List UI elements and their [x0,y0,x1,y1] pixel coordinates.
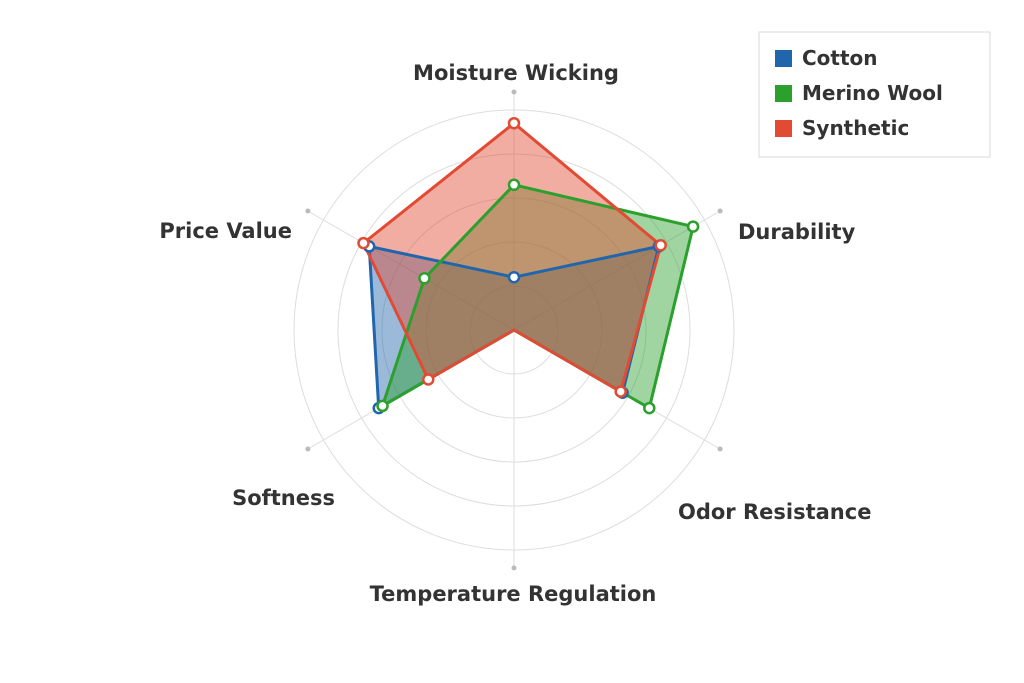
legend-swatch-2 [775,120,792,137]
axis-label-2: Odor Resistance [678,500,871,524]
series-0-point-0 [507,270,521,284]
series-1-point-1 [686,220,700,233]
series-2-point-1 [654,239,667,252]
series-2-point-0 [507,116,521,130]
spoke-end-dot-3 [511,565,517,571]
axis-label-3: Temperature Regulation [370,582,657,606]
series-layer [362,121,695,410]
series-1-point-2 [643,401,656,415]
series-area-2 [363,123,661,392]
legend-label-0: Cotton [802,46,878,70]
series-1-point-5 [418,272,431,285]
spoke-5 [307,210,515,331]
spoke-1 [513,210,721,331]
legend-label-1: Merino Wool [802,81,943,105]
spoke-end-dot-0 [511,89,517,95]
spoke-end-dot-4 [305,446,311,452]
series-area-1 [382,184,694,409]
axis-label-5: Price Value [159,219,292,243]
legend-box [758,31,991,158]
axis-label-1: Durability [738,220,856,244]
legend-label-2: Synthetic [802,116,909,140]
legend-swatch-0 [775,50,792,67]
marker-layer [357,116,700,415]
axis-label-4: Softness [232,486,335,510]
axis-label-0: Moisture Wicking [413,61,619,85]
spoke-end-dot-5 [305,208,311,214]
series-1-point-4 [376,399,389,413]
series-2-point-5 [357,236,370,250]
series-2-point-2 [614,385,627,398]
series-2-point-4 [422,373,435,386]
legend-swatch-1 [775,85,792,102]
spoke-end-dot-1 [717,208,723,214]
series-area-0 [369,246,659,409]
series-1-point-0 [507,178,521,192]
spoke-end-dot-2 [717,446,723,452]
